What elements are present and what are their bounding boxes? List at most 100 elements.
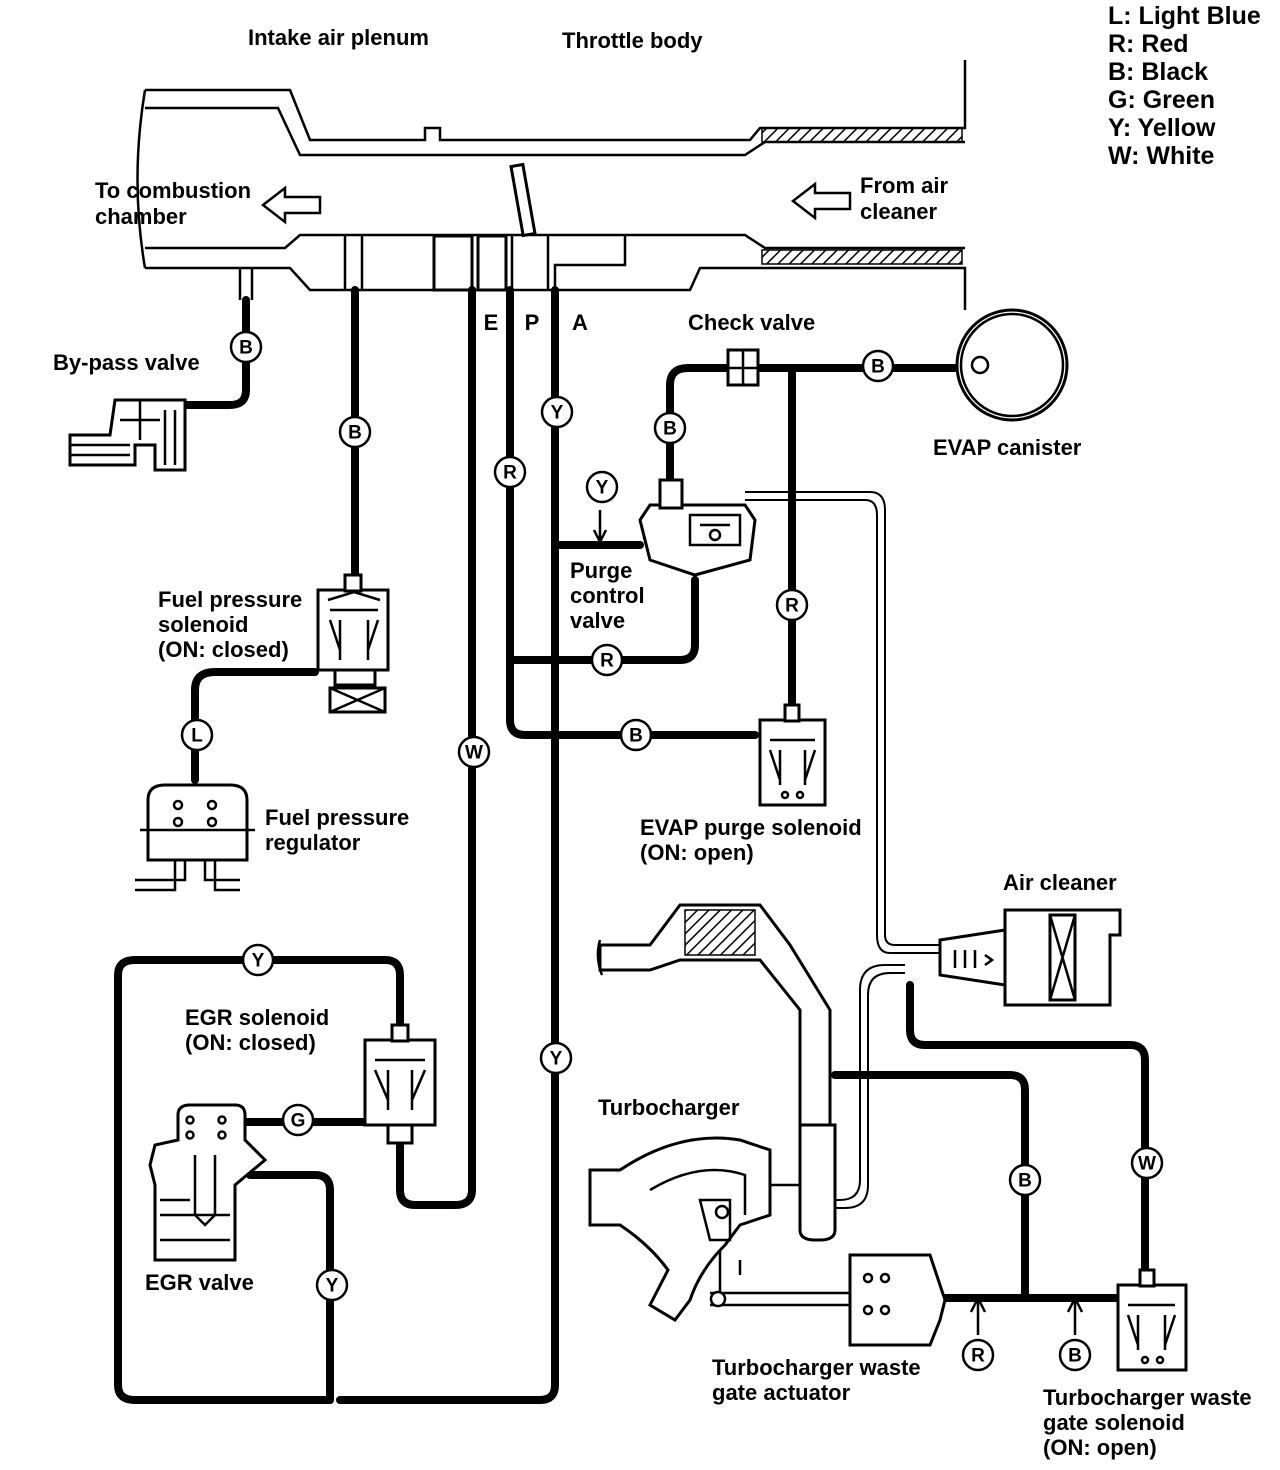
purge-air-hose [745, 491, 1000, 1209]
hose-tag-ring [281, 1103, 315, 1137]
hose-tag: Y [315, 1268, 349, 1302]
hose-tag-ring [1008, 1163, 1042, 1197]
label-purge-1: Purge [570, 558, 632, 583]
purge-control-valve [592, 478, 757, 577]
port-p: P [525, 310, 540, 335]
legend-y: Y: Yellow [1108, 114, 1216, 142]
label-evap-canister: EVAP canister [933, 435, 1082, 460]
hose-tag-letter: B [663, 419, 677, 440]
hose-tag: G [281, 1103, 315, 1137]
hose-tag-ring [1058, 1338, 1092, 1372]
hose-tag-ring [540, 395, 574, 429]
hose-tag-ring [775, 588, 809, 622]
legend-b: B: Black [1108, 58, 1208, 86]
label-wgs-2: gate solenoid [1043, 1410, 1185, 1435]
hose-tag: Y [540, 395, 574, 429]
label-to-combustion-2: chamber [95, 204, 187, 229]
hose-tag: Y [585, 470, 619, 504]
label-fps-3: (ON: closed) [158, 637, 289, 662]
label-egr-valve: EGR valve [145, 1270, 254, 1295]
label-to-combustion-1: To combustion [95, 178, 251, 203]
hose-tag-letter: R [785, 596, 799, 617]
hose-tag-letter: B [1018, 1171, 1032, 1192]
hose-tag-ring [539, 1041, 573, 1075]
hose-tag: R [775, 588, 809, 622]
waste-gate-actuator [709, 1253, 947, 1347]
hose-tag-letter: W [1138, 1154, 1156, 1175]
hose-tag-ring [338, 415, 372, 449]
hose-tag: B [861, 349, 895, 383]
hose-tag: B [1058, 1338, 1092, 1372]
hose-tag-letter: R [971, 1346, 985, 1367]
hose-tag: R [493, 455, 527, 489]
hose-tag-ring [590, 643, 624, 677]
hose-tag: Y [241, 943, 275, 977]
label-egr-sol-2: (ON: closed) [185, 1030, 316, 1055]
hose-tag: L [180, 718, 214, 752]
hose-tag-letter: Y [596, 478, 609, 499]
legend-l: L: Light Blue [1108, 2, 1261, 30]
label-fpr-1: Fuel pressure [265, 805, 409, 830]
hose-tag-ring [457, 735, 491, 769]
label-wga-1: Turbocharger waste [712, 1355, 921, 1380]
hose-tag-letter: R [503, 463, 517, 484]
evap-canister [955, 308, 1069, 422]
hose-tag: B [338, 415, 372, 449]
fuel-pressure-regulator [135, 783, 255, 892]
hose-tag-ring [585, 470, 619, 504]
hose-tag-letter: B [1068, 1346, 1082, 1367]
waste-gate-solenoid [1116, 1268, 1188, 1372]
hose-tag-letter: B [629, 726, 643, 747]
legend-g: G: Green [1108, 86, 1215, 114]
label-check-valve: Check valve [688, 310, 815, 335]
egr-valve [148, 1103, 268, 1262]
label-from-air-1: From air [860, 173, 948, 198]
label-turbocharger: Turbocharger [598, 1095, 740, 1120]
label-wga-2: gate actuator [712, 1380, 851, 1405]
turbocharger [588, 1136, 800, 1322]
by-pass-valve [68, 398, 187, 472]
label-egr-sol-1: EGR solenoid [185, 1005, 329, 1030]
label-intake-air-plenum: Intake air plenum [248, 25, 429, 50]
label-purge-2: control [570, 583, 645, 608]
hose-tag-ring [1130, 1146, 1164, 1180]
turbo-intake-pipe [596, 903, 837, 1242]
label-from-air-2: cleaner [860, 199, 937, 224]
hose-tag-letter: B [871, 357, 885, 378]
hose-tag-ring [315, 1268, 349, 1302]
hose-tag-ring [861, 349, 895, 383]
hose-tag-ring [229, 330, 263, 364]
hose-tag: R [961, 1338, 995, 1372]
hose-tag-letter: R [600, 651, 614, 672]
evap-purge-solenoid [758, 703, 827, 807]
hose-tag-ring [493, 455, 527, 489]
component-labels: Intake air plenum Throttle body To combu… [53, 25, 1252, 1460]
hose-tag-letter: B [239, 338, 253, 359]
pressure-arrows [969, 1295, 1084, 1335]
hose-tag: W [1130, 1146, 1164, 1180]
legend-w: W: White [1108, 142, 1215, 170]
color-legend: L: Light Blue R: Red B: Black G: Green Y… [1108, 2, 1261, 170]
hose-tag-ring [961, 1338, 995, 1372]
hose-tag-letter: Y [551, 403, 564, 424]
port-a: A [572, 310, 588, 335]
intake-air-plenum [136, 60, 967, 310]
hose-tag-letter: L [191, 726, 203, 747]
hose-tag-ring [653, 411, 687, 445]
port-e: E [484, 310, 499, 335]
label-evap-purge-1: EVAP purge solenoid [640, 815, 862, 840]
air-cleaner [938, 908, 1122, 1007]
label-by-pass-valve: By-pass valve [53, 350, 200, 375]
label-purge-3: valve [570, 608, 625, 633]
hose-tag-letter: Y [550, 1049, 563, 1070]
egr-solenoid [363, 1023, 437, 1145]
label-wgs-1: Turbocharger waste [1043, 1385, 1252, 1410]
hose-tag-ring [619, 718, 653, 752]
hose-tag-letter: G [291, 1111, 306, 1132]
legend-r: R: Red [1108, 30, 1189, 58]
label-throttle-body: Throttle body [562, 28, 703, 53]
label-fps-2: solenoid [158, 612, 248, 637]
fuel-pressure-solenoid [316, 573, 390, 714]
